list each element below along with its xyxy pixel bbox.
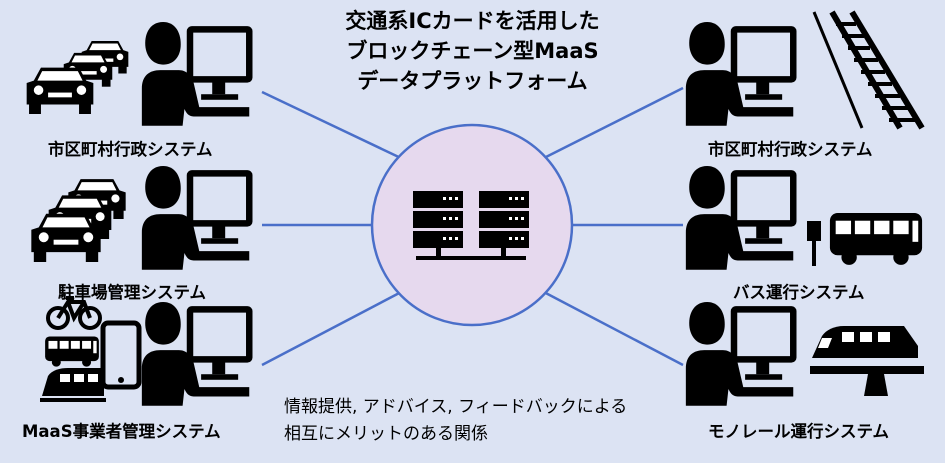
tablet-icon — [100, 320, 142, 390]
relationship-caption: 情報提供, アドバイス, フィードバックによる 相互にメリットのある関係 — [284, 394, 627, 448]
bus-stop-icon — [807, 221, 821, 266]
diagram-title: 交通系ICカードを活用した ブロックチェーン型MaaS データプラットフォーム — [300, 6, 645, 96]
monorail-icon — [810, 326, 924, 396]
title-line-2: ブロックチェーン型MaaS — [346, 39, 599, 63]
link-left-bottom — [261, 288, 406, 367]
car-icon — [26, 41, 129, 114]
link-left-top — [261, 90, 406, 162]
user-pc-icon — [684, 16, 809, 128]
user-pc-icon — [140, 160, 265, 272]
right-system-label-3: モノレール運行システム — [708, 422, 890, 441]
left-system-label-3: MaaS事業者管理システム — [22, 422, 221, 441]
train-icon — [40, 368, 106, 402]
caption-line-2: 相互にメリットのある関係 — [284, 424, 488, 444]
platform-hub — [370, 123, 574, 327]
right-system-label-1: 市区町村行政システム — [708, 140, 873, 159]
left-system-label-2: 駐車場管理システム — [58, 283, 207, 302]
link-right-bottom — [539, 288, 684, 367]
bus-icon — [828, 208, 924, 268]
left-system-label-1: 市区町村行政システム — [48, 140, 213, 159]
user-pc-icon — [684, 296, 809, 408]
user-pc-icon — [140, 296, 265, 408]
title-line-1: 交通系ICカードを活用した — [345, 9, 600, 33]
bus-icon-small — [44, 334, 100, 368]
user-pc-icon — [140, 16, 265, 128]
right-system-label-2: バス運行システム — [733, 283, 865, 302]
parking-cars-icon — [31, 179, 126, 262]
caption-line-1: 情報提供, アドバイス, フィードバックによる — [284, 397, 628, 417]
link-right-top — [539, 86, 684, 162]
rail-track-icon — [812, 10, 925, 130]
user-pc-icon — [684, 160, 809, 272]
title-line-3: データプラットフォーム — [357, 69, 588, 93]
server-icon — [413, 191, 529, 260]
bicycle-icon — [46, 296, 102, 330]
